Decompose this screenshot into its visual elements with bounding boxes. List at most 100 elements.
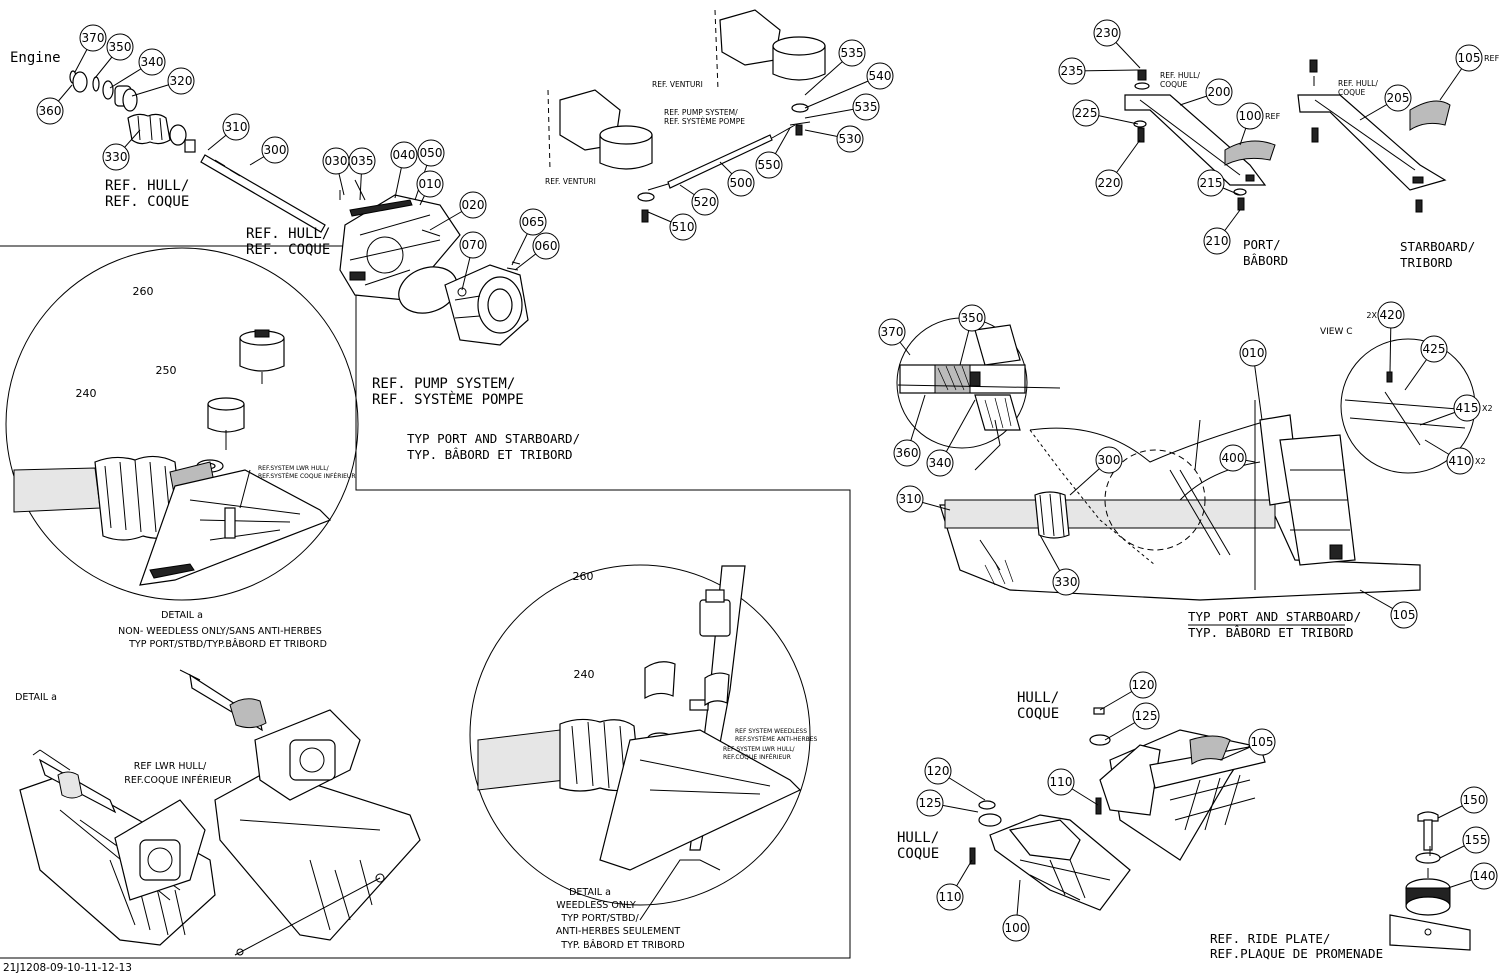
callout-number: 500 xyxy=(730,176,753,190)
callout-circle xyxy=(1248,728,1276,756)
detail-b-tiny1: REF SYSTEM WEEDLESS xyxy=(735,728,807,735)
callout-350: 350 xyxy=(958,304,986,332)
callout-suffix: REF xyxy=(1265,112,1281,121)
ride-plate-assembly xyxy=(969,707,1471,951)
detail-a-left-label: DETAIL a xyxy=(15,692,57,703)
callout-number: 370 xyxy=(881,325,904,339)
plain-250: 250 xyxy=(156,364,177,377)
callout-125: 125 xyxy=(916,789,944,817)
callout-number: 050 xyxy=(420,146,443,160)
callout-suffix: X2 xyxy=(1475,457,1486,466)
callout-number: 040 xyxy=(393,148,416,162)
callout-number: 415 xyxy=(1456,401,1479,415)
callout-circle xyxy=(106,33,134,61)
callout-number: 350 xyxy=(961,311,984,325)
pump-assembly xyxy=(339,179,529,346)
callout-number: 550 xyxy=(758,158,781,172)
callout-number: 125 xyxy=(919,796,942,810)
callout-circle xyxy=(926,449,954,477)
drawing-id: 21J1208-09-10-11-12-13 xyxy=(3,962,132,974)
callout-230: 230 xyxy=(1093,19,1121,47)
ref-venturi-label-2: REF. VENTURI xyxy=(545,177,596,186)
callout-number: 425 xyxy=(1423,342,1446,356)
ref-pump-label-2: REF. SYSTÈME POMPE xyxy=(372,391,524,408)
callout-065: 065 xyxy=(519,208,547,236)
callout-number: 330 xyxy=(105,150,128,164)
ref-hull-small-2a: REF. HULL/ xyxy=(1338,79,1378,88)
callout-110: 110 xyxy=(936,883,964,911)
callout-500: 500 xyxy=(727,169,755,197)
ref-hull-small-1b: COQUE xyxy=(1160,80,1188,89)
callout-circle xyxy=(1197,169,1225,197)
callout-circle xyxy=(1072,99,1100,127)
ref-venturi-label-1: REF. VENTURI xyxy=(652,80,703,89)
typ-ps-right-2: TYP. BÂBORD ET TRIBORD xyxy=(1188,625,1354,640)
callout-number: 060 xyxy=(535,239,558,253)
callout-number: 230 xyxy=(1096,26,1119,40)
callout-number: 340 xyxy=(141,55,164,69)
callout-535: 535 xyxy=(838,39,866,67)
callout-circle xyxy=(924,757,952,785)
callout-300: 300 xyxy=(1095,446,1123,474)
stbd-label-2: TRIBORD xyxy=(1400,255,1453,270)
detail-b-line1: DETAIL a xyxy=(569,887,611,898)
callout-070: 070 xyxy=(459,231,487,259)
callout-530: 530 xyxy=(836,125,864,153)
callout-105: 105 xyxy=(1390,601,1418,629)
detail-circle-weedless xyxy=(469,564,811,921)
driveshaft-exploded-view xyxy=(69,70,326,233)
callout-235: 235 xyxy=(1058,57,1086,85)
detail-b-tiny3: REF SYSTEM LWR HULL/ xyxy=(723,746,796,753)
detail-b-tiny2: REF.SYSTÈME ANTI-HERBES xyxy=(735,735,818,743)
detail-circle-non-weedless xyxy=(5,247,359,601)
typ-ps-label-2: TYP. BÂBORD ET TRIBORD xyxy=(407,447,573,462)
plain-240-a: 240 xyxy=(76,387,97,400)
callout-number: 100 xyxy=(1239,109,1262,123)
plain-260-a: 260 xyxy=(133,285,154,298)
callout-number: 105 xyxy=(1458,51,1481,65)
steering-brackets xyxy=(1124,59,1451,213)
callout-360: 360 xyxy=(893,439,921,467)
callout-number: 110 xyxy=(939,890,962,904)
callout-number: 205 xyxy=(1387,91,1410,105)
callout-number: 510 xyxy=(672,220,695,234)
callout-number: 535 xyxy=(841,46,864,60)
callout-circle xyxy=(838,39,866,67)
callout-circle xyxy=(852,93,880,121)
callout-circle xyxy=(1132,702,1160,730)
ref-coque-label-2: REF. COQUE xyxy=(246,242,330,258)
callout-circle xyxy=(896,485,924,513)
callout-circle xyxy=(958,304,986,332)
callout-030: 030 xyxy=(322,147,350,175)
ride-plate-label-1: REF. RIDE PLATE/ xyxy=(1210,931,1330,946)
callout-circle xyxy=(1446,447,1474,475)
callout-number: 020 xyxy=(462,198,485,212)
typ-ps-right-1: TYP PORT AND STARBOARD/ xyxy=(1188,609,1361,624)
callout-number: 225 xyxy=(1075,106,1098,120)
callout-number: 035 xyxy=(351,154,374,168)
callout-number: 030 xyxy=(325,154,348,168)
callout-circle xyxy=(1002,914,1030,942)
callout-number: 410 xyxy=(1449,454,1472,468)
callout-circle xyxy=(916,789,944,817)
callout-205: 205 xyxy=(1384,84,1412,112)
callout-number: 010 xyxy=(419,177,442,191)
callout-number: 530 xyxy=(839,132,862,146)
callout-circle xyxy=(1058,57,1086,85)
ref-lwr-hull-2: REF.COQUE INFÉRIEUR xyxy=(124,774,232,786)
callout-number: 420 xyxy=(1380,308,1403,322)
callout-circle xyxy=(102,143,130,171)
callout-circle xyxy=(1377,301,1405,329)
callout-circle xyxy=(1095,169,1123,197)
callout-circle xyxy=(866,62,894,90)
callout-number: 535 xyxy=(855,100,878,114)
detail-frame xyxy=(0,245,851,959)
callout-circle xyxy=(36,97,64,125)
callout-number: 340 xyxy=(929,456,952,470)
callout-circle xyxy=(936,883,964,911)
callout-circle xyxy=(390,141,418,169)
callout-120: 120 xyxy=(1129,671,1157,699)
